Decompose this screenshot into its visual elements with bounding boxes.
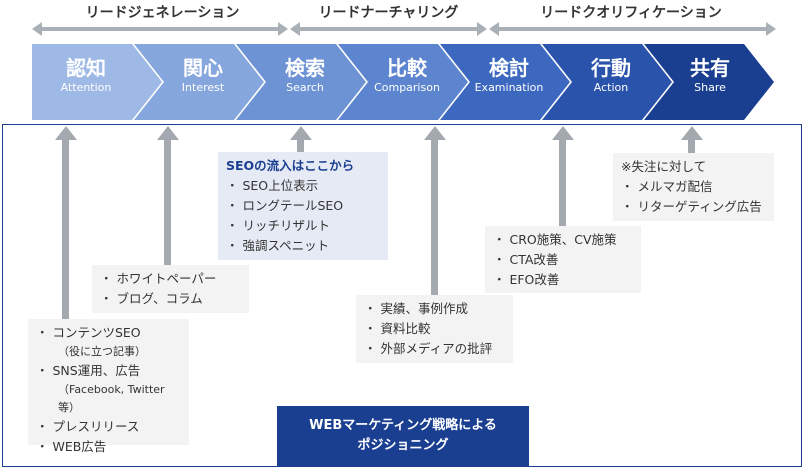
phase1-line	[41, 27, 278, 31]
chevron-search	[236, 44, 366, 120]
stage-chevrons	[32, 44, 774, 120]
phase3-right-arrowhead	[766, 22, 776, 36]
connector-arrowhead-attention	[55, 126, 77, 140]
note-item: ・ リッチリザルト	[226, 218, 330, 233]
connector-arrowhead-search	[290, 126, 312, 140]
stage-action: 行動 Action	[561, 56, 661, 96]
chevron-share	[644, 44, 774, 120]
stage-jp: 共有	[690, 56, 730, 80]
chevron-action	[542, 44, 672, 120]
note-subitem: （Facebook, Twitter 等）	[58, 383, 165, 414]
note-item: ・ ホワイトペーパー	[100, 271, 217, 286]
positioning-label-line2: ポジショニング	[357, 438, 449, 453]
phase2-right-arrowhead	[477, 22, 487, 36]
note-item: ※失注に対して	[621, 159, 707, 174]
connector-attention	[62, 139, 69, 321]
phase3-left-arrowhead	[489, 22, 499, 36]
note-item: ・ EFO改善	[493, 272, 560, 287]
stage-en: Attention	[60, 81, 112, 94]
connector-arrowhead-interest	[157, 126, 179, 140]
phase1-right-arrowhead	[278, 22, 288, 36]
note-item: ・ CRO施策、CV施策	[493, 232, 617, 247]
stage-comparison: 比較 Comparison	[357, 56, 457, 96]
connector-arrowhead-action	[552, 126, 574, 140]
stage-jp: 行動	[591, 56, 631, 80]
note-item: ・ 強調スペニット	[226, 238, 330, 253]
note-action: ・ CRO施策、CV施策 ・ CTA改善 ・ EFO改善	[485, 226, 641, 293]
chevron-interest	[134, 44, 264, 120]
phase2-left-arrowhead	[290, 22, 300, 36]
stage-en: Search	[286, 81, 324, 94]
phase-lead-qualification: リードクオリフィケーション	[540, 5, 722, 21]
note-item: ・ メルマガ配信	[621, 179, 713, 194]
stage-jp: 検討	[489, 56, 529, 80]
note-item: ・ 資料比較	[364, 321, 431, 336]
note-share: ※失注に対して ・ メルマガ配信 ・ リターゲティング広告	[613, 153, 774, 221]
connector-arrowhead-share	[681, 126, 703, 140]
connector-share	[688, 139, 695, 154]
note-item: ・ ブログ、コラム	[100, 291, 203, 306]
positioning-label-line1: WEBマーケティング戦略による	[309, 418, 497, 433]
connector-comparison	[431, 139, 438, 297]
chevron-comparison	[338, 44, 468, 120]
note-item: ・ SEO上位表示	[226, 178, 319, 193]
stage-jp: 比較	[387, 56, 427, 80]
stage-jp: 認知	[66, 56, 106, 80]
note-interest: ・ ホワイトペーパー ・ ブログ、コラム	[92, 265, 249, 313]
chevron-examination	[440, 44, 570, 120]
stage-share: 共有 Share	[660, 56, 760, 96]
stage-examination: 検討 Examination	[459, 56, 559, 96]
note-item: ・ CTA改善	[493, 252, 559, 267]
stage-attention: 認知 Attention	[36, 56, 136, 96]
stage-search: 検索 Search	[255, 56, 355, 96]
stage-jp: 関心	[183, 56, 223, 80]
phase2-line	[299, 27, 477, 31]
stage-interest: 関心 Interest	[153, 56, 253, 96]
phase1-left-arrowhead	[32, 22, 42, 36]
phase-lead-nurturing: リードナーチャリング	[318, 5, 459, 21]
note-item: ・ 外部メディアの批評	[364, 341, 493, 356]
stage-jp: 検索	[285, 56, 325, 80]
positioning-label: WEBマーケティング戦略による ポジショニング	[277, 406, 529, 467]
stage-en: Interest	[181, 81, 225, 94]
stage-en: Comparison	[374, 81, 440, 94]
connector-interest	[164, 139, 171, 267]
note-comparison: ・ 実績、事例作成 ・ 資料比較 ・ 外部メディアの批評	[356, 295, 513, 363]
phase3-line	[498, 27, 766, 31]
note-item: ・ コンテンツSEO	[36, 325, 141, 340]
connector-action	[559, 139, 566, 227]
note-heading: SEOの流入はここから	[226, 158, 355, 173]
note-item: ・ 実績、事例作成	[364, 301, 468, 316]
note-item: ・ リターゲティング広告	[621, 199, 762, 214]
note-subitem: （役に立つ記事）	[58, 345, 146, 358]
note-item: ・ SNS運用、広告	[36, 363, 141, 378]
chevron-attention	[32, 44, 162, 120]
connector-arrowhead-comparison	[424, 126, 446, 140]
stage-en: Share	[694, 81, 726, 94]
note-item: ・ WEB広告	[36, 439, 107, 454]
stage-en: Examination	[474, 81, 544, 94]
phase-lead-generation: リードジェネレーション	[85, 5, 240, 21]
note-attention: ・ コンテンツSEO （役に立つ記事） ・ SNS運用、広告 （Facebook…	[28, 319, 189, 454]
note-item: ・ プレスリリース	[36, 419, 140, 434]
note-item: ・ ロングテールSEO	[226, 198, 344, 213]
connector-search	[297, 139, 304, 152]
stage-en: Action	[593, 81, 629, 94]
note-search: SEOの流入はここから ・ SEO上位表示 ・ ロングテールSEO ・ リッチリ…	[218, 152, 388, 260]
